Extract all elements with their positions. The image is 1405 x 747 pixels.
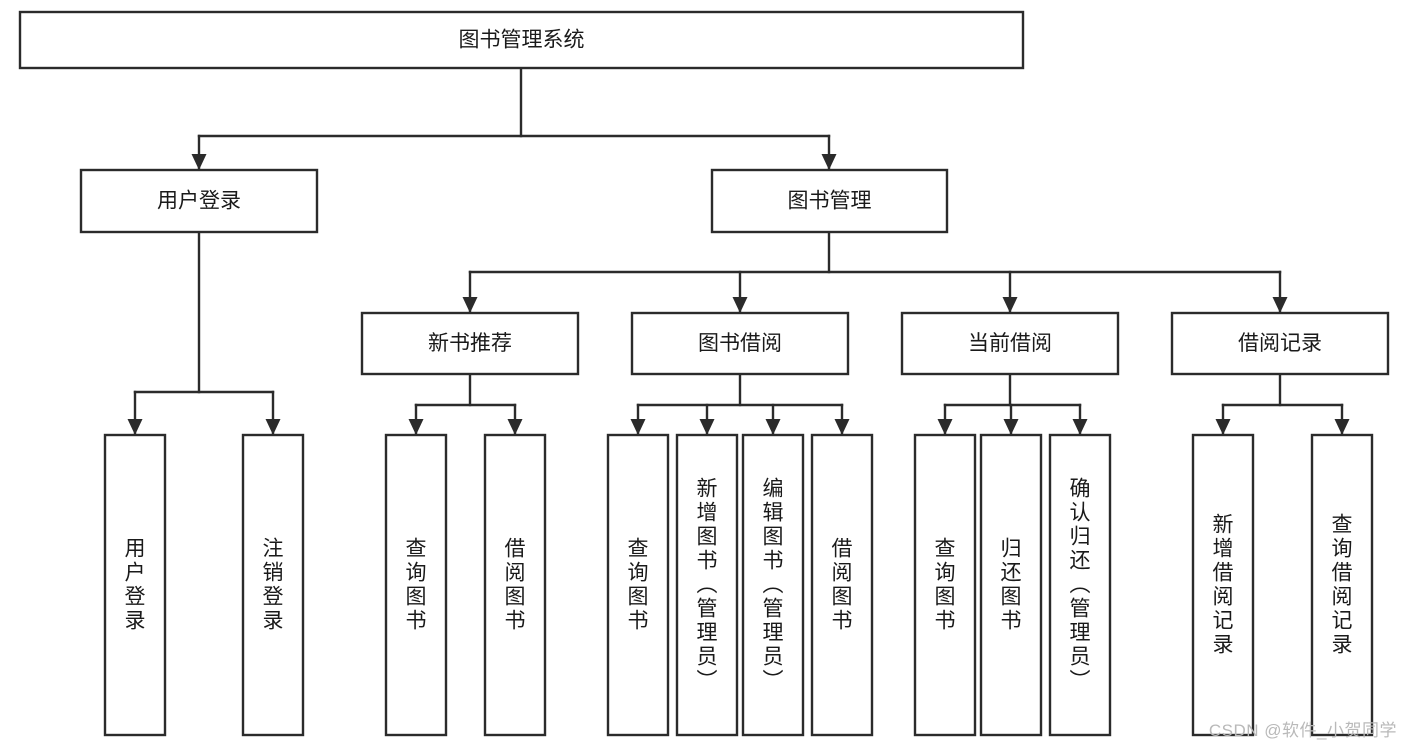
node-box-leaf-add-borrow-record[interactable] xyxy=(1191,433,1255,737)
connector-group-record-to-leaves xyxy=(1215,372,1350,435)
node-box-leaf-query-book-recommend[interactable] xyxy=(384,433,448,737)
node-box-user-login[interactable] xyxy=(79,168,319,234)
node-box-leaf-edit-book-admin[interactable] xyxy=(741,433,805,737)
node-box-borrow-record[interactable] xyxy=(1170,311,1390,376)
node-leaf-borrow-book[interactable]: 借阅图书 xyxy=(810,433,874,737)
node-label-new-book-recommend: 新书推荐 xyxy=(428,332,512,355)
node-box-leaf-logout[interactable] xyxy=(241,433,305,737)
node-label-current-borrow: 当前借阅 xyxy=(968,332,1052,355)
node-box-leaf-query-borrow-record[interactable] xyxy=(1310,433,1374,737)
node-leaf-confirm-return-admin[interactable]: 确认归还︵管理员︶ xyxy=(1048,433,1112,737)
node-box-leaf-return-book[interactable] xyxy=(979,433,1043,737)
node-leaf-user-login[interactable]: 用户登录 xyxy=(103,433,167,737)
connector-arrow-icon xyxy=(408,419,424,435)
node-leaf-borrow-book-recommend[interactable]: 借阅图书 xyxy=(483,433,547,737)
connector-arrow-icon xyxy=(732,297,748,313)
node-label-leaf-return-book: 归还图书 xyxy=(1001,538,1022,633)
node-label-leaf-borrow-book: 借阅图书 xyxy=(832,538,853,633)
connector-arrow-icon xyxy=(1215,419,1231,435)
node-book-manage[interactable]: 图书管理 xyxy=(710,168,949,234)
node-label-leaf-add-book-admin: 新增图书︵管理员︶ xyxy=(697,478,718,693)
node-borrow-record[interactable]: 借阅记录 xyxy=(1170,311,1390,376)
node-label-leaf-query-book-recommend: 查询图书 xyxy=(406,538,427,633)
node-box-leaf-borrow-book-recommend[interactable] xyxy=(483,433,547,737)
node-label-user-login: 用户登录 xyxy=(157,190,241,213)
node-label-leaf-borrow-book-recommend: 借阅图书 xyxy=(505,538,526,633)
csdn-watermark: CSDN @软件_小贺同学 xyxy=(1208,721,1397,740)
node-leaf-add-book-admin[interactable]: 新增图书︵管理员︶ xyxy=(675,433,739,737)
node-box-leaf-query-book-borrow[interactable] xyxy=(606,433,670,737)
node-label-book-borrow: 图书借阅 xyxy=(698,332,782,355)
node-label-leaf-query-book-borrow: 查询图书 xyxy=(628,538,649,633)
connector-arrow-icon xyxy=(1072,419,1088,435)
node-label-borrow-record: 借阅记录 xyxy=(1238,332,1322,355)
node-leaf-edit-book-admin[interactable]: 编辑图书︵管理员︶ xyxy=(741,433,805,737)
connector-arrow-icon xyxy=(127,419,143,435)
connector-arrow-icon xyxy=(821,154,837,170)
connector-arrow-icon xyxy=(765,419,781,435)
connector-group-recommend-to-leaves xyxy=(408,372,523,435)
node-box-leaf-borrow-book[interactable] xyxy=(810,433,874,737)
connector-group-bookmanage-to-level3 xyxy=(462,230,1288,313)
node-current-borrow[interactable]: 当前借阅 xyxy=(900,311,1120,376)
connector-arrow-icon xyxy=(1334,419,1350,435)
node-box-leaf-query-book-current[interactable] xyxy=(913,433,977,737)
connector-arrow-icon xyxy=(265,419,281,435)
connector-arrow-icon xyxy=(937,419,953,435)
node-new-book-recommend[interactable]: 新书推荐 xyxy=(360,311,580,376)
node-label-leaf-add-borrow-record: 新增借阅记录 xyxy=(1213,514,1234,657)
node-book-borrow[interactable]: 图书借阅 xyxy=(630,311,850,376)
connector-arrow-icon xyxy=(191,154,207,170)
node-box-new-book-recommend[interactable] xyxy=(360,311,580,376)
connector-arrow-icon xyxy=(834,419,850,435)
connector-arrow-icon xyxy=(1272,297,1288,313)
connector-arrow-icon xyxy=(630,419,646,435)
node-box-book-manage[interactable] xyxy=(710,168,949,234)
node-leaf-query-book-borrow[interactable]: 查询图书 xyxy=(606,433,670,737)
node-box-root[interactable] xyxy=(18,10,1025,70)
connector-arrow-icon xyxy=(1003,419,1019,435)
connector-arrow-icon xyxy=(1002,297,1018,313)
node-label-book-manage: 图书管理 xyxy=(788,190,872,213)
connector-layer xyxy=(127,66,1350,435)
node-label-leaf-confirm-return-admin: 确认归还︵管理员︶ xyxy=(1070,478,1091,693)
node-label-leaf-query-borrow-record: 查询借阅记录 xyxy=(1332,514,1353,657)
node-box-book-borrow[interactable] xyxy=(630,311,850,376)
connector-arrow-icon xyxy=(507,419,523,435)
connector-group-current-to-leaves xyxy=(937,372,1088,435)
node-leaf-logout[interactable]: 注销登录 xyxy=(241,433,305,737)
node-box-leaf-confirm-return-admin[interactable] xyxy=(1048,433,1112,737)
node-leaf-query-book-recommend[interactable]: 查询图书 xyxy=(384,433,448,737)
node-leaf-query-borrow-record[interactable]: 查询借阅记录 xyxy=(1310,433,1374,737)
node-box-current-borrow[interactable] xyxy=(900,311,1120,376)
node-user-login[interactable]: 用户登录 xyxy=(79,168,319,234)
node-label-leaf-query-book-current: 查询图书 xyxy=(935,538,956,633)
node-leaf-return-book[interactable]: 归还图书 xyxy=(979,433,1043,737)
connector-group-root-to-level2 xyxy=(191,66,837,170)
node-root[interactable]: 图书管理系统 xyxy=(18,10,1025,70)
connector-arrow-icon xyxy=(462,297,478,313)
connector-group-userlogin-to-leaves xyxy=(127,230,281,435)
node-box-leaf-add-book-admin[interactable] xyxy=(675,433,739,737)
node-leaf-query-book-current[interactable]: 查询图书 xyxy=(913,433,977,737)
node-box-leaf-user-login[interactable] xyxy=(103,433,167,737)
node-leaf-add-borrow-record[interactable]: 新增借阅记录 xyxy=(1191,433,1255,737)
node-layer: 图书管理系统用户登录图书管理新书推荐图书借阅当前借阅借阅记录用户登录注销登录查询… xyxy=(18,10,1390,737)
node-label-leaf-logout: 注销登录 xyxy=(263,538,284,633)
node-label-leaf-edit-book-admin: 编辑图书︵管理员︶ xyxy=(763,478,784,693)
connector-arrow-icon xyxy=(699,419,715,435)
node-label-root: 图书管理系统 xyxy=(459,29,585,52)
connector-group-borrow-to-leaves xyxy=(630,372,850,435)
node-label-leaf-user-login: 用户登录 xyxy=(125,538,146,633)
